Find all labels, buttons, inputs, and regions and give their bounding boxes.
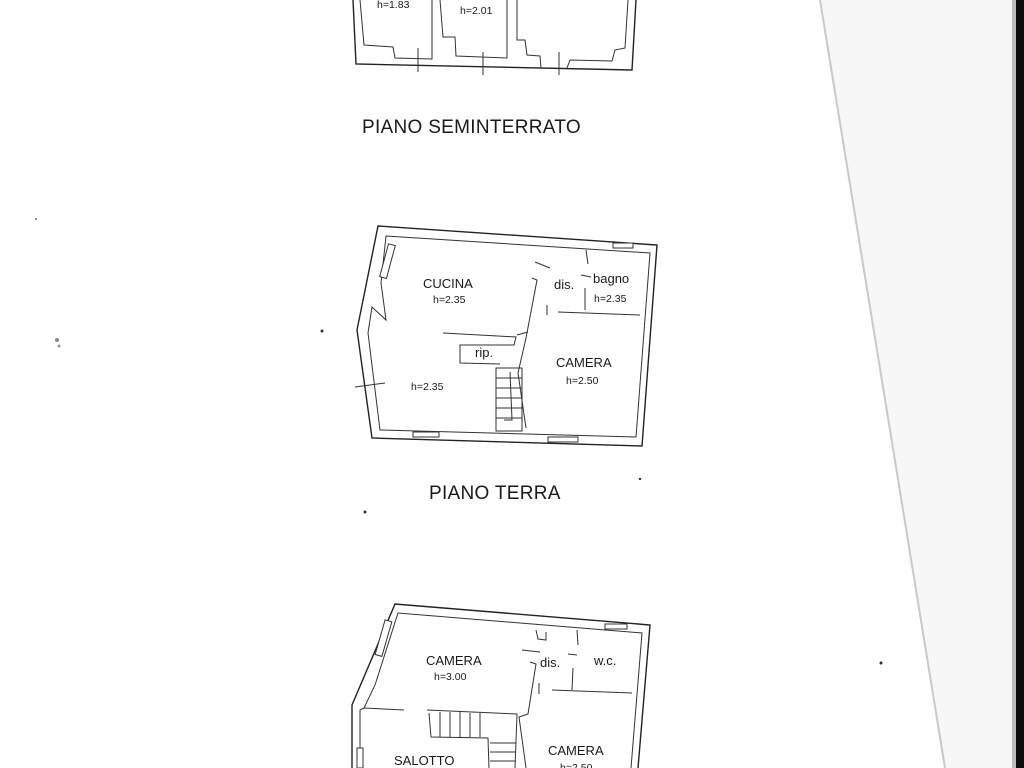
- room-label: CAMERA: [548, 743, 604, 758]
- staircase: [426, 709, 518, 768]
- room-label: CAMERA: [426, 653, 482, 668]
- page-edge-line: [819, 0, 946, 768]
- plan-seminterrato: h=1.83 h=2.01: [352, 0, 637, 75]
- room-height: h=2.35: [433, 294, 466, 306]
- room-label: dis.: [540, 655, 560, 670]
- room-height: h=3.00: [434, 671, 467, 683]
- room-height: h=2.01: [460, 5, 493, 17]
- room-label: rip.: [475, 345, 493, 360]
- room-label: CUCINA: [423, 276, 473, 291]
- room-label: w.c.: [593, 653, 616, 668]
- floor-title: PIANO TERRA: [429, 483, 561, 504]
- staircase: [495, 367, 523, 432]
- room-label: SALOTTO: [394, 753, 454, 768]
- room-label: bagno: [593, 271, 629, 286]
- scan-border-black: [1016, 0, 1024, 768]
- room-label: CAMERA: [556, 355, 612, 370]
- room-label: dis.: [554, 277, 574, 292]
- scan-border-gray: [1012, 0, 1016, 768]
- room-height: h=2.35: [594, 293, 627, 305]
- room-height: h=2.50: [560, 762, 593, 768]
- plan-primo: CAMERA h=3.00 dis. w.c. SALOTTO CAMERA h…: [351, 603, 651, 768]
- room-height: h=2.35: [411, 381, 444, 393]
- room-height: h=1.83: [377, 0, 410, 11]
- scan-shadow-area: [820, 0, 1012, 768]
- plan-terra: CUCINA h=2.35 dis. bagno h=2.35 rip. CAM…: [354, 225, 658, 447]
- room-height: h=2.50: [566, 375, 599, 387]
- floor-title: PIANO SEMINTERRATO: [362, 117, 581, 138]
